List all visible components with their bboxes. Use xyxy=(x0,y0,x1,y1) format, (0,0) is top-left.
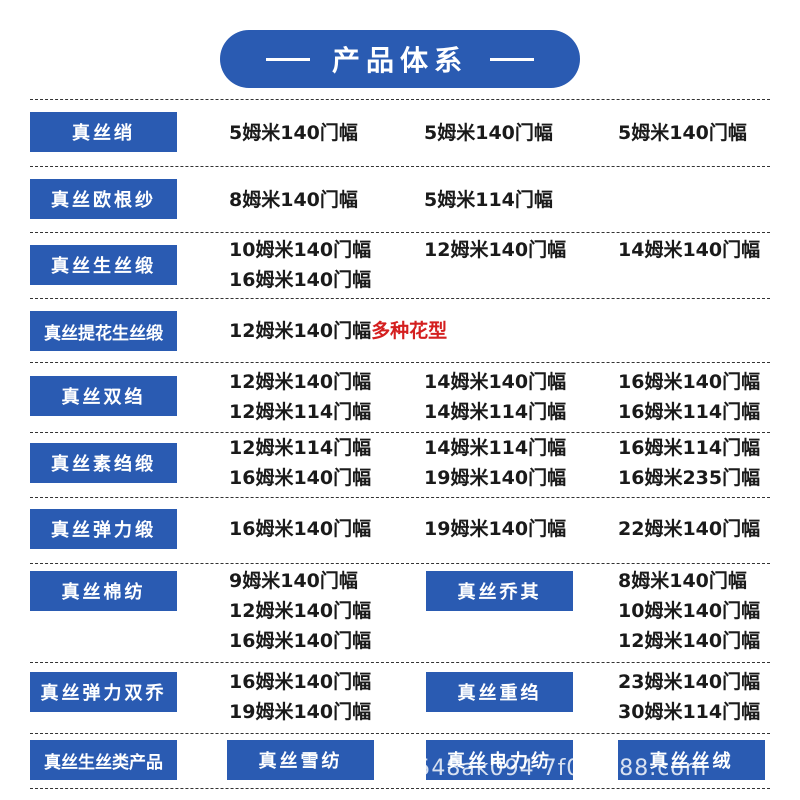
category-tag: 真丝乔其 xyxy=(426,571,573,611)
row-separator xyxy=(30,497,770,498)
row-separator xyxy=(30,362,770,363)
spec-cell: 14姆米140门幅 xyxy=(618,239,761,261)
spec-cell: 8姆米140门幅 xyxy=(229,189,358,211)
row-separator xyxy=(30,298,770,299)
watermark-text: hop548ak094 7f0.1688.com xyxy=(372,756,708,781)
spec-cell: 16姆米140门幅 xyxy=(229,518,372,540)
spec-cell: 22姆米140门幅 xyxy=(618,518,761,540)
row-separator xyxy=(30,733,770,734)
spec-cell: 12姆米140门幅多种花型 xyxy=(229,320,448,342)
spec-cell: 5姆米140门幅 xyxy=(229,122,358,144)
row-separator xyxy=(30,662,770,663)
category-tag: 真丝提花生丝缎 xyxy=(30,311,177,351)
category-tag: 真丝弹力缎 xyxy=(30,509,177,549)
category-tag: 真丝绡 xyxy=(30,112,177,152)
spec-cell: 19姆米140门幅 xyxy=(424,518,567,540)
category-tag: 真丝弹力双乔 xyxy=(30,672,177,712)
category-tag: 真丝生丝类产品 xyxy=(30,740,177,780)
highlight-text: 多种花型 xyxy=(371,320,448,342)
section-title: 产品体系 xyxy=(331,44,468,77)
category-tag: 真丝双绉 xyxy=(30,376,177,416)
title-dash-left xyxy=(265,57,310,61)
row-separator xyxy=(30,563,770,564)
spec-cell: 5姆米140门幅 xyxy=(424,122,553,144)
category-tag: 真丝素绉缎 xyxy=(30,443,177,483)
title-dash-right xyxy=(490,57,534,61)
row-separator xyxy=(30,99,770,100)
section-title-pill: 产品体系 xyxy=(220,30,580,88)
spec-cell: 5姆米114门幅 xyxy=(424,189,553,211)
spec-cell: 5姆米140门幅 xyxy=(618,122,747,144)
spec-cell: 12姆米140门幅 xyxy=(424,239,567,261)
category-tag: 真丝丝绒 xyxy=(618,740,765,780)
category-tag: 真丝欧根纱 xyxy=(30,179,177,219)
row-separator xyxy=(30,432,770,433)
category-tag: 真丝棉纺 xyxy=(30,571,177,611)
row-separator xyxy=(30,232,770,233)
category-tag: 真丝雪纺 xyxy=(227,740,374,780)
row-separator xyxy=(30,166,770,167)
category-tag: 真丝重绉 xyxy=(426,672,573,712)
category-tag: 真丝电力纺 xyxy=(426,740,573,780)
row-separator xyxy=(30,788,770,789)
category-tag: 真丝生丝缎 xyxy=(30,245,177,285)
